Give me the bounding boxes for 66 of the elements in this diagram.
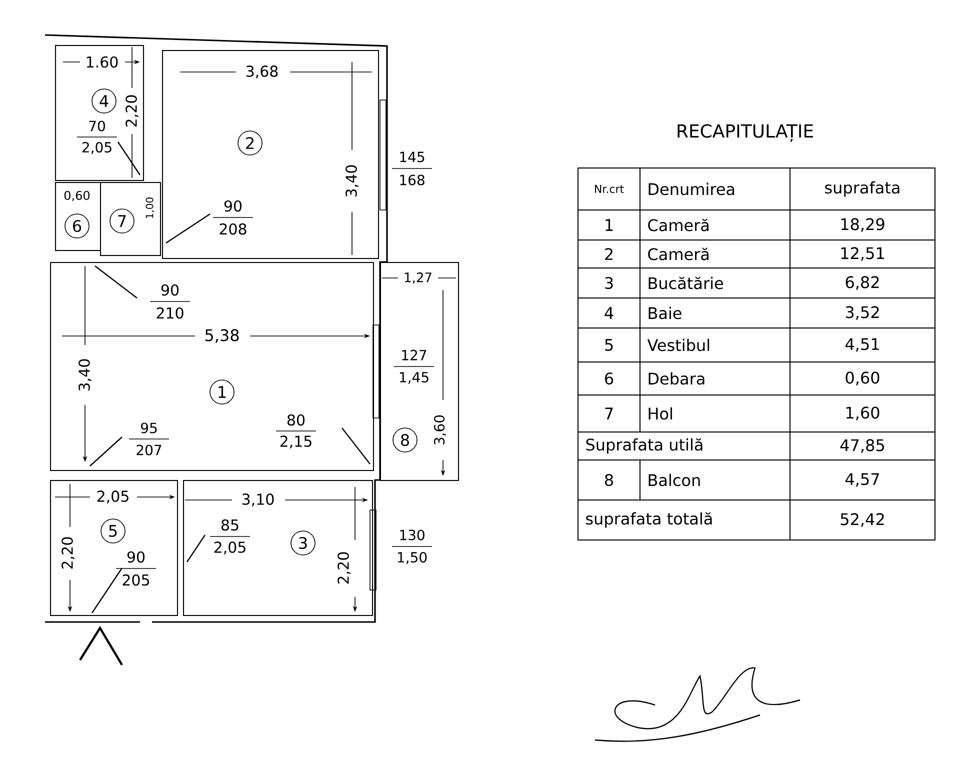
table-cell: 4 xyxy=(578,298,640,328)
dimension-label: 2,05 xyxy=(214,542,246,554)
dimension-label: 95 xyxy=(140,422,157,434)
table-cell: 18,29 xyxy=(790,210,936,240)
dimension-label: 210 xyxy=(156,307,184,319)
table-cell: 6 xyxy=(578,362,640,396)
table-cell: 1,60 xyxy=(790,394,936,432)
table-cell: 6,82 xyxy=(790,268,936,298)
table-cell: 3,52 xyxy=(790,298,936,328)
table-cell: 7 xyxy=(578,394,640,432)
dimension-label: 130 xyxy=(400,530,424,540)
table-cell: Vestibul xyxy=(640,328,790,362)
dimension-label: 2,20 xyxy=(338,552,350,584)
dimension-label: 3,10 xyxy=(242,494,274,506)
dimension-label: 70 xyxy=(89,120,105,132)
table-cell: 4,57 xyxy=(790,460,936,500)
dimension-label: 2,05 xyxy=(97,490,128,504)
dimension-label: 1,50 xyxy=(398,552,427,564)
table-cell: 5 xyxy=(578,328,640,362)
table-cell: 2 xyxy=(578,240,640,268)
table-cell: 12,51 xyxy=(790,240,936,268)
dimension-label: 145 xyxy=(400,152,424,162)
dimension-label: 85 xyxy=(221,519,238,531)
dimension-label: 1.60 xyxy=(86,56,118,68)
table-cell: suprafata totală xyxy=(578,500,790,540)
dimension-label: 208 xyxy=(220,223,246,235)
table-cell: Denumirea xyxy=(640,168,790,210)
table-cell: Baie xyxy=(640,298,790,328)
dimension-label: 2,20 xyxy=(126,95,138,127)
table-cell: Debara xyxy=(640,362,790,396)
dimension-label: 0,60 xyxy=(64,190,90,202)
dimension-label: 90 xyxy=(161,284,179,296)
dimension-label: 1,00 xyxy=(146,198,154,218)
table-cell: Nr.crt xyxy=(578,168,640,210)
table-cell: Bucătărie xyxy=(640,268,790,298)
table-cell: 47,85 xyxy=(790,432,936,460)
dimension-label: 3,68 xyxy=(246,66,278,78)
dimension-label: 127 xyxy=(402,350,426,360)
dimension-label: 90 xyxy=(224,200,242,212)
table-cell: 1 xyxy=(578,210,640,240)
dimension-label: 3,60 xyxy=(434,415,446,445)
dimension-label: 2,15 xyxy=(280,436,312,448)
dimension-label: 3,40 xyxy=(78,359,92,391)
table-cell: 3 xyxy=(578,268,640,298)
dimension-label: 2,05 xyxy=(82,142,112,154)
table-cell: Hol xyxy=(640,394,790,432)
dimension-label: 2,20 xyxy=(62,537,74,569)
table-cell: 52,42 xyxy=(790,500,936,540)
table-cell: Cameră xyxy=(640,210,790,240)
dimension-label: 3,40 xyxy=(346,165,358,197)
table-cell: 4,51 xyxy=(790,328,936,362)
table-cell: suprafata xyxy=(790,168,936,210)
dimension-label: 207 xyxy=(136,444,162,456)
dimension-label: 205 xyxy=(122,574,149,586)
dimension-label: 80 xyxy=(287,414,305,426)
dimension-label: 1,27 xyxy=(404,272,432,284)
dimension-label: 168 xyxy=(400,174,424,186)
table-cell: Cameră xyxy=(640,240,790,268)
dimension-label: 90 xyxy=(127,551,145,563)
table-cell: Suprafata utilă xyxy=(578,432,790,460)
table-title: RECAPITULAȚIE xyxy=(678,124,813,142)
table-cell: 0,60 xyxy=(790,362,936,396)
table-cell: 8 xyxy=(578,460,640,500)
dimension-label: 5,38 xyxy=(205,329,239,343)
table-cell: Balcon xyxy=(640,460,790,500)
dimension-label: 1,45 xyxy=(400,372,428,384)
